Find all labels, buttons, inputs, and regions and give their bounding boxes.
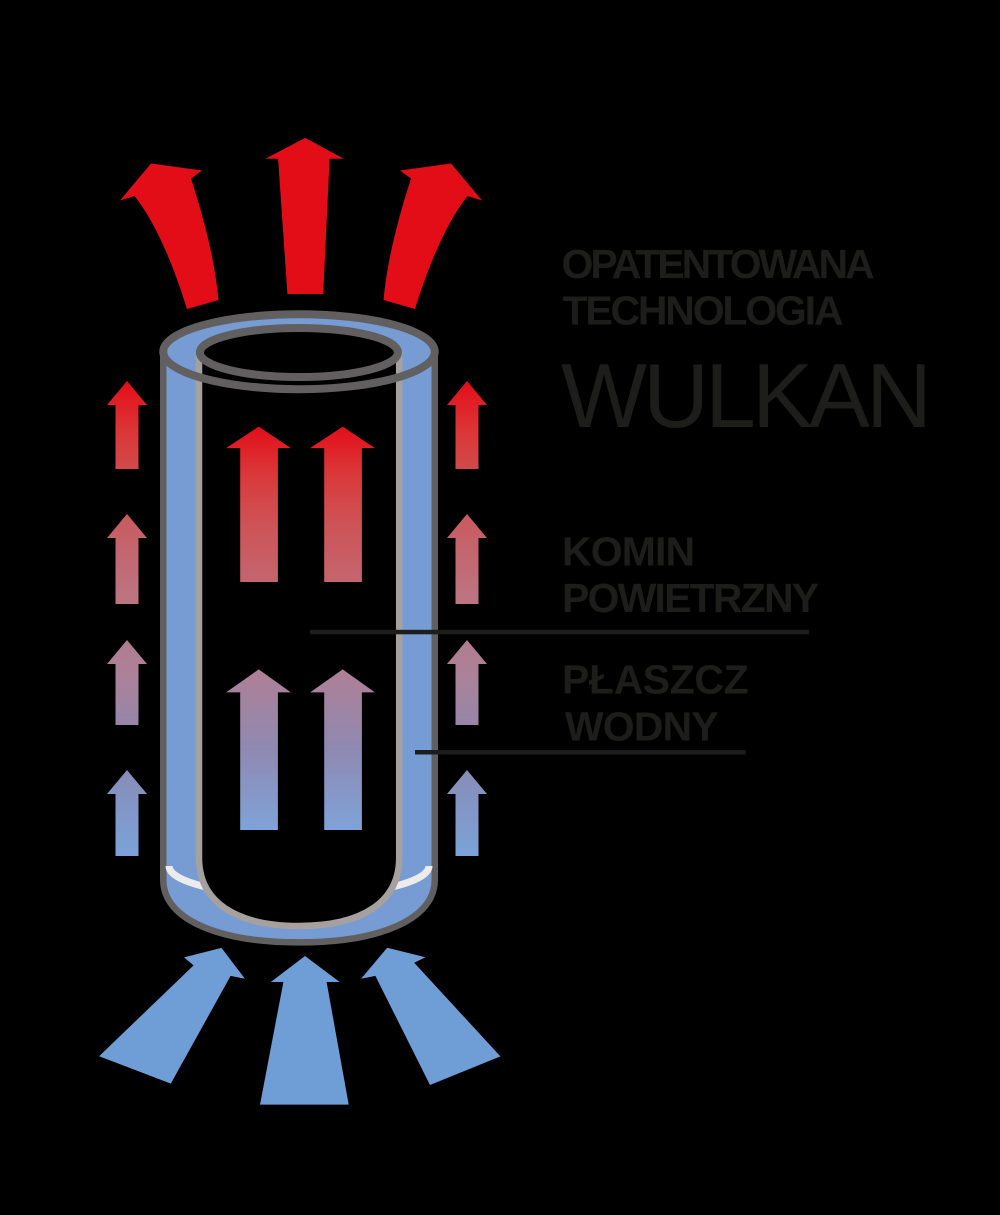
svg-text:POWIETRZNY: POWIETRZNY [562,575,819,621]
svg-text:KOMIN: KOMIN [562,528,694,574]
svg-text:WULKAN: WULKAN [561,346,928,447]
svg-text:OPATENTOWANA: OPATENTOWANA [562,241,875,287]
svg-text:TECHNOLOGIA: TECHNOLOGIA [563,288,843,334]
svg-text:PŁASZCZ: PŁASZCZ [562,657,748,703]
svg-text:WODNY: WODNY [565,704,718,750]
